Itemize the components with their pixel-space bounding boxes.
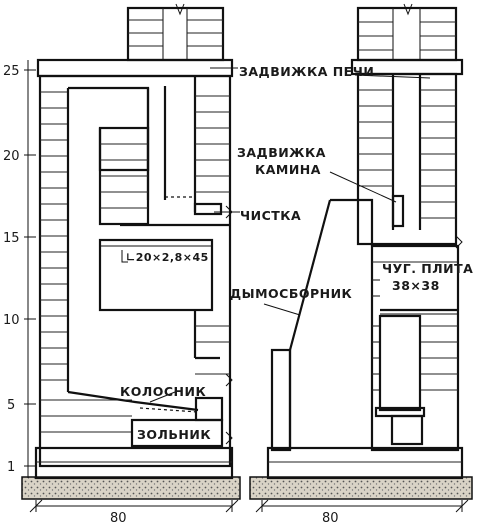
height-scale: 25 20 15 10 5 1 — [3, 60, 36, 478]
right-section-fireplace — [266, 3, 464, 480]
scale-tick-10: 10 — [3, 313, 20, 328]
ground-foundation — [21, 476, 473, 500]
leader-lines — [149, 67, 431, 403]
dimension-left-value: 80 — [110, 511, 127, 526]
scale-tick-15: 15 — [3, 231, 20, 246]
scale-tick-5: 5 — [7, 398, 15, 413]
label-grate: КОЛОСНИК — [120, 384, 206, 399]
label-damper-fireplace-2: КАМИНА — [255, 162, 321, 177]
label-damper-fireplace-1: ЗАДВИЖКА — [237, 145, 326, 160]
label-cast-plate-2: 38×38 — [392, 278, 440, 293]
scale-tick-20: 20 — [3, 149, 20, 164]
label-cast-plate-1: ЧУГ. ПЛИТА — [382, 261, 473, 276]
scale-tick-1: 1 — [7, 460, 15, 475]
left-section-stove — [34, 3, 234, 480]
dimension-right: 80 — [255, 499, 469, 526]
label-cleanout: ЧИСТКА — [240, 208, 301, 223]
dimension-right-value: 80 — [322, 511, 339, 526]
label-angle-lintel: ∟20×2,8×45 — [126, 251, 209, 264]
label-ashpit: ЗОЛЬНИК — [137, 427, 211, 442]
label-damper-stove: ЗАДВИЖКА ПЕЧИ — [239, 64, 374, 79]
scale-tick-25: 25 — [3, 64, 20, 79]
dimension-left: 80 — [29, 499, 239, 526]
label-smoke-collector: ДЫМОСБОРНИК — [230, 286, 353, 301]
